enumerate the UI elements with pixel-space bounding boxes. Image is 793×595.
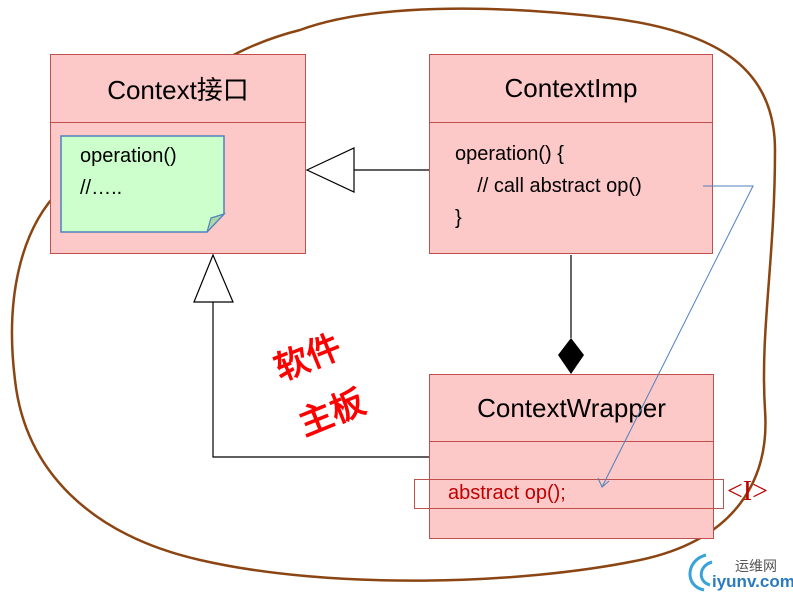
abstract-op-highlight[interactable] <box>414 479 724 509</box>
watermark-site-url: iyunv.com <box>712 572 793 591</box>
composition-diamond <box>558 338 584 374</box>
context-wrapper-title: ContextWrapper <box>430 375 713 442</box>
cursor-marker: <I> <box>727 476 768 507</box>
generalization-arrowhead-up <box>193 253 234 303</box>
context-imp-title: ContextImp <box>430 55 712 123</box>
abstract-op-text: abstract op(); <box>448 482 566 504</box>
note-line-comment: //….. <box>80 177 123 199</box>
context-interface-title: Context接口 <box>51 55 305 123</box>
context-imp-code-line-2: // call abstract op() <box>455 175 642 197</box>
context-imp-code-line-3: } <box>455 207 462 229</box>
watermark-site-cn: 运维网 <box>735 559 777 575</box>
note-line-operation: operation() <box>80 145 177 167</box>
generalization-arrowhead-right <box>305 147 355 193</box>
realization-line-wrapper <box>212 302 430 458</box>
context-wrapper-box[interactable]: ContextWrapper <box>429 374 714 539</box>
context-imp-code-line-1: operation() { <box>455 143 564 165</box>
